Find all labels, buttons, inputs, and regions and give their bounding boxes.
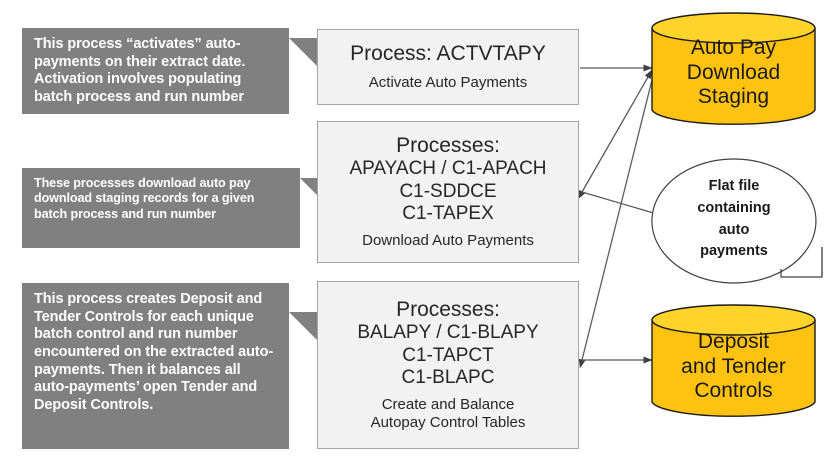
connector-download-to-staging (577, 69, 653, 200)
download-process-box[interactable]: Processes: APAYACH / C1-APACH C1-SDDCE C… (317, 121, 579, 263)
process-code: APAYACH / C1-APACH (349, 158, 547, 180)
balance-callout-tail (289, 312, 322, 345)
process-heading: Processes: (396, 133, 500, 157)
process-code: C1-BLAPC (401, 366, 495, 388)
process-heading: Processes: (396, 297, 500, 321)
process-heading: Process: ACTVTAPY (350, 42, 546, 66)
process-code: BALAPY / C1-BLAPY (357, 322, 539, 344)
oval-callout-shape (651, 158, 823, 284)
balance-callout: This process creates Deposit and Tender … (22, 283, 289, 449)
flat-file-oval-callout[interactable]: Flat file containing auto payments (650, 157, 830, 287)
process-subtitle-line: Autopay Control Tables (370, 414, 526, 431)
activate-callout: This process “activates” auto-payments o… (22, 28, 289, 114)
download-callout: These processes download auto pay downlo… (22, 168, 300, 248)
activate-callout-tail (289, 38, 319, 68)
activate-process-box[interactable]: Process: ACTVTAPY Activate Auto Payments (317, 29, 579, 105)
process-code: C1-SDDCE (399, 180, 497, 202)
process-code: C1-TAPEX (402, 202, 494, 224)
cylinder-shape (651, 304, 816, 417)
auto-pay-download-staging-cylinder[interactable]: Auto Pay Download Staging (651, 12, 816, 126)
process-subtitle-line: Download Auto Payments (362, 232, 534, 249)
process-subtitle-line: Create and Balance (381, 396, 515, 413)
process-subtitle-line: Activate Auto Payments (368, 73, 528, 91)
process-code: C1-TAPCT (402, 344, 494, 366)
connector-balance-to-staging (578, 71, 655, 369)
balance-process-box[interactable]: Processes: BALAPY / C1-BLAPY C1-TAPCT C1… (317, 281, 579, 449)
deposit-and-tender-controls-cylinder[interactable]: Deposit and Tender Controls (651, 304, 816, 418)
cylinder-shape (651, 12, 816, 125)
